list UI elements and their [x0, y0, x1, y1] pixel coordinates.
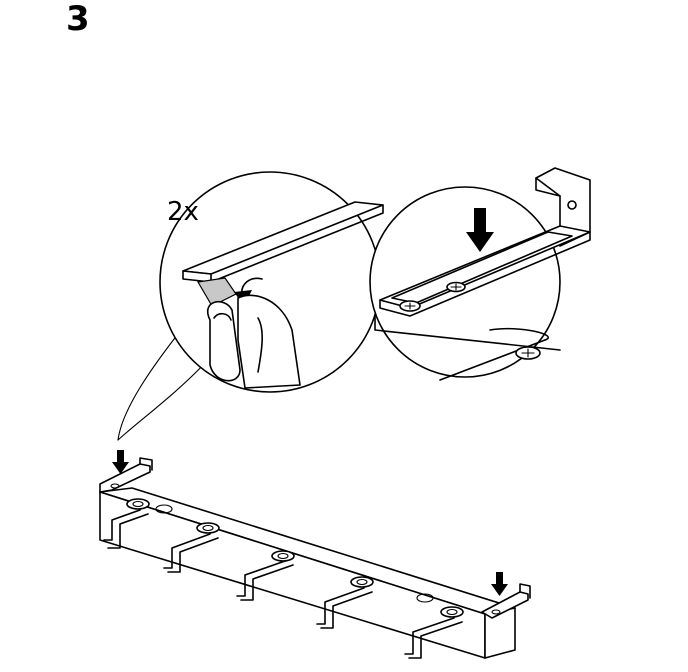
- quantity-label: 2x: [167, 197, 199, 227]
- detail-circle-bracket: [369, 167, 591, 381]
- end-bracket-left: [99, 457, 153, 493]
- detail-callout-connector: [117, 333, 209, 441]
- hook-4: [316, 576, 374, 629]
- arrow-down-left: [112, 450, 129, 474]
- end-bracket-right: [481, 583, 531, 619]
- step-number: 3: [66, 0, 90, 39]
- hook-rail: [99, 457, 531, 659]
- arrow-down-right: [491, 572, 508, 596]
- hook-5: [404, 606, 464, 659]
- hook-3: [236, 550, 295, 601]
- hook-1: [103, 498, 150, 549]
- detail-circle-tape: [159, 171, 384, 393]
- hook-2: [163, 522, 220, 573]
